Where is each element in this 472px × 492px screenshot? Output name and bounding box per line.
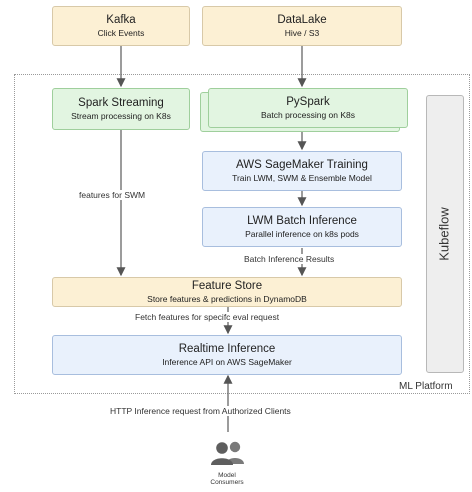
feature-store-subtitle: Store features & predictions in DynamoDB xyxy=(147,293,307,304)
lwm-batch-inference-title: LWM Batch Inference xyxy=(247,214,357,227)
consumers-line2: Consumers xyxy=(210,479,244,487)
feature-store-title: Feature Store xyxy=(191,279,263,292)
edge-label-http-request: HTTP Inference request from Authorized C… xyxy=(109,406,292,416)
users-icon xyxy=(211,441,244,465)
datalake-box: DataLake Hive / S3 xyxy=(202,6,402,46)
lwm-batch-inference-subtitle: Parallel inference on k8s pods xyxy=(245,228,359,239)
spark-streaming-subtitle: Stream processing on K8s xyxy=(71,110,171,121)
realtime-inference-box: Realtime Inference Inference API on AWS … xyxy=(52,335,402,375)
spark-streaming-box: Spark Streaming Stream processing on K8s xyxy=(52,88,190,130)
datalake-title: DataLake xyxy=(277,13,327,26)
ml-platform-boundary xyxy=(14,74,470,394)
consumers-line1: Model xyxy=(218,472,236,479)
edge-label-features-for-swm: features for SWM xyxy=(78,190,147,200)
edge-label-fetch-features: Fetch features for specifc eval request xyxy=(134,312,281,322)
kafka-subtitle: Click Events xyxy=(97,27,145,38)
lwm-batch-inference-box: LWM Batch Inference Parallel inference o… xyxy=(202,207,402,247)
pyspark-title: PySpark xyxy=(286,95,330,108)
kubeflow-label: Kubeflow xyxy=(436,207,452,261)
sagemaker-training-box: AWS SageMaker Training Train LWM, SWM & … xyxy=(202,151,402,191)
ml-platform-label: ML Platform xyxy=(399,381,453,392)
feature-store-box: Feature Store Store features & predictio… xyxy=(52,277,402,307)
sagemaker-training-title: AWS SageMaker Training xyxy=(236,158,368,171)
model-consumers-label: Model Consumers xyxy=(195,472,259,487)
realtime-inference-subtitle: Inference API on AWS SageMaker xyxy=(162,356,292,367)
pyspark-box: PySpark Batch processing on K8s xyxy=(208,88,408,128)
realtime-inference-title: Realtime Inference xyxy=(178,342,276,355)
kafka-title: Kafka xyxy=(106,13,136,26)
edge-label-batch-inference-results: Batch Inference Results xyxy=(243,254,336,264)
pyspark-subtitle: Batch processing on K8s xyxy=(260,109,356,120)
datalake-subtitle: Hive / S3 xyxy=(284,27,320,38)
spark-streaming-title: Spark Streaming xyxy=(78,96,164,109)
sagemaker-training-subtitle: Train LWM, SWM & Ensemble Model xyxy=(232,172,372,183)
kubeflow-box: Kubeflow xyxy=(426,95,464,373)
kafka-box: Kafka Click Events xyxy=(52,6,190,46)
